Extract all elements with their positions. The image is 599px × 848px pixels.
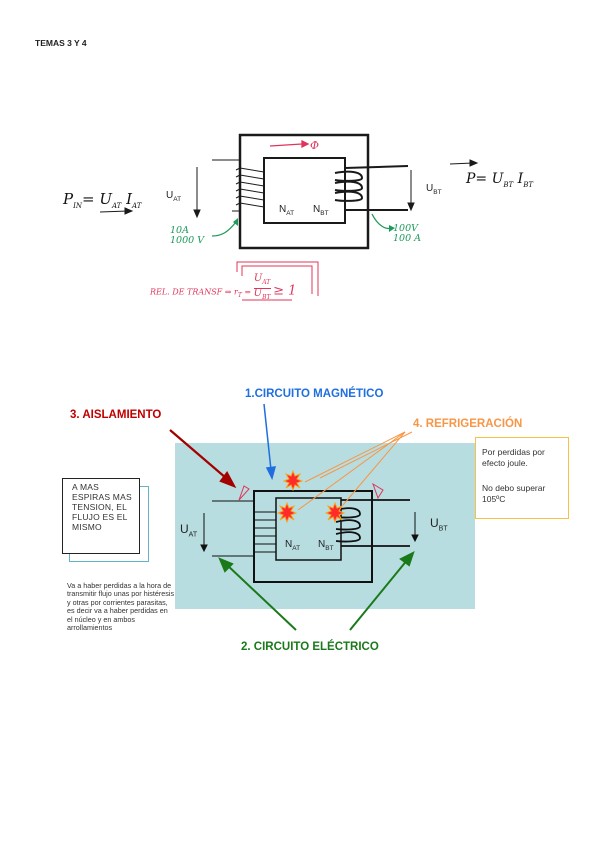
core-outer: [238, 133, 370, 250]
label-cooling: 4. REFRIGERACIÓN: [413, 418, 523, 430]
info-joule: Por perdidas por efecto joule.: [482, 447, 545, 468]
note-text: A MAS ESPIRAS MAS TENSION, EL FLUJO ES E…: [72, 482, 132, 532]
primary-values: 10A 1000 V: [170, 225, 205, 246]
ratio-bracket: [236, 261, 319, 301]
p-out-formula: P= UBT IBT: [466, 171, 534, 189]
insulation-arrow: [169, 429, 237, 489]
u-bt-label-2: UBT: [430, 516, 448, 533]
label-magnetic-circuit: 1.CIRCUITO MAGNÉTICO: [245, 388, 384, 400]
label-electric-circuit: 2. CIRCUITO ELÉCTRICO: [241, 641, 379, 653]
insulation-marker-left: [238, 485, 250, 501]
info-temperature: No debo superar 105ºC: [482, 483, 546, 504]
n-at-label-2: NAT: [285, 539, 301, 552]
n-bt-label-2: NBT: [318, 539, 334, 552]
secondary-winding: [334, 165, 409, 211]
u-at-label-2: UAT: [180, 522, 198, 539]
page-title: TEMAS 3 Y 4: [35, 38, 87, 48]
secondary-values: 100V 100 A: [393, 223, 422, 244]
n-at-label: NAT: [279, 204, 295, 217]
u-bt-label: UBT: [426, 183, 442, 196]
phi-symbol: Φ: [310, 139, 319, 152]
flux-arrow: [269, 139, 310, 149]
n-bt-label: NBT: [313, 204, 329, 217]
label-insulation: 3. AISLAMIENTO: [70, 409, 162, 421]
insulation-marker-right: [372, 482, 384, 500]
secondary-winding-2: [335, 499, 410, 547]
electric-arrows: [218, 551, 415, 631]
losses-note: Va a haber perdidas a la hora de transmi…: [67, 581, 175, 633]
info-box: [475, 437, 569, 519]
magnetic-arrow: [263, 403, 277, 481]
note-card: [62, 478, 140, 554]
transformation-ratio: REL. DE TRANSF ⇒ rT = UAT UBT ≥ 1: [150, 273, 297, 302]
transformer-sketch: Φ: [99, 133, 479, 301]
cooling-arrows: [297, 431, 413, 511]
p-in-formula: PIN= UAT IAT: [63, 190, 142, 210]
primary-winding-2: [212, 500, 276, 557]
primary-winding: [212, 159, 265, 212]
u-at-label: UAT: [166, 190, 182, 203]
hotspot-icon: [276, 469, 346, 524]
